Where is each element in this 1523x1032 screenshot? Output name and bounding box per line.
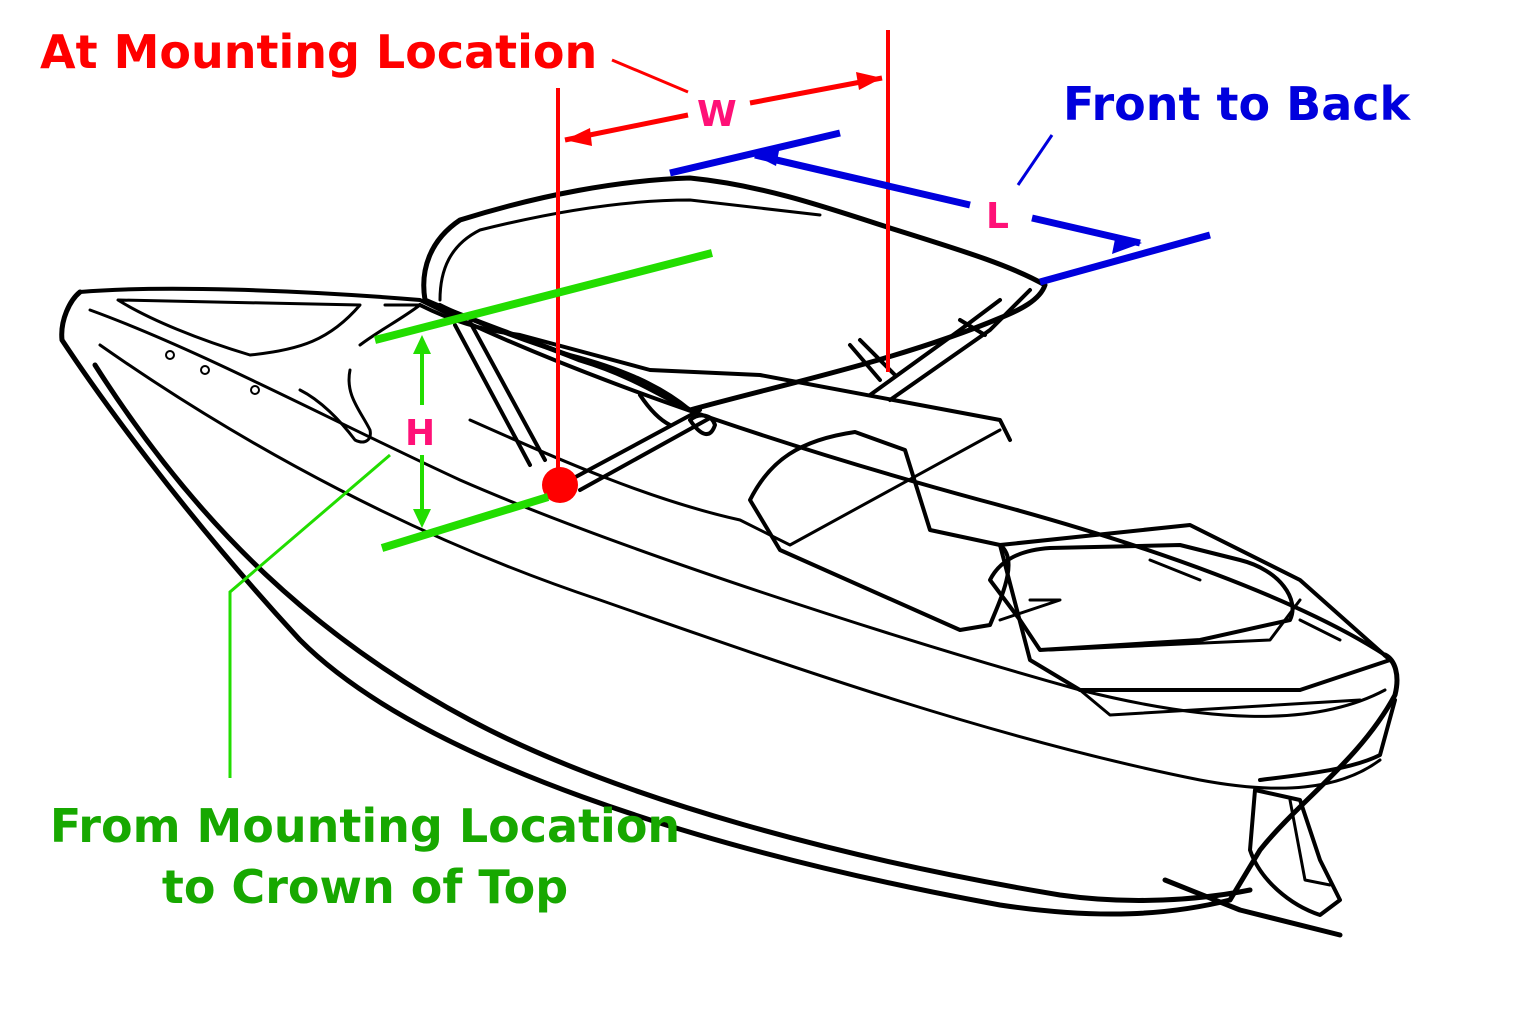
bimini-canvas-crease — [438, 198, 822, 302]
boat-illustration — [59, 286, 1400, 938]
driver-seat — [748, 430, 1011, 632]
length-front-tick — [669, 129, 841, 177]
length-arrow-front — [754, 151, 971, 209]
bimini-front-bow — [438, 303, 692, 412]
mounting-point-dot — [542, 467, 578, 503]
width-arrowhead-left — [565, 128, 592, 146]
bimini-frame-rear — [868, 288, 1032, 402]
width-measurement: W At Mounting Location — [40, 25, 890, 503]
width-heading: At Mounting Location — [40, 25, 597, 79]
length-leader-line — [1016, 134, 1054, 186]
height-marker-label: H — [405, 413, 435, 454]
height-top-line — [374, 249, 713, 344]
gunwale-line — [78, 286, 1387, 657]
height-bottom-line — [380, 493, 550, 552]
windshield-base — [468, 418, 1002, 547]
bimini-frame-front-left — [453, 320, 547, 467]
keel-line — [92, 362, 1253, 903]
height-leader-line — [228, 453, 391, 778]
bimini-hinge — [638, 393, 717, 436]
windshield — [418, 303, 1012, 442]
stern-deck — [998, 523, 1392, 692]
cleat-3 — [250, 385, 260, 395]
bow-deck — [116, 298, 362, 357]
outdrive-skeg — [1288, 798, 1332, 887]
rear-bench — [988, 543, 1295, 652]
rear-bench-cushion — [998, 598, 1302, 652]
outdrive — [1248, 788, 1342, 917]
bimini-canvas — [421, 175, 1048, 413]
length-back-tick — [1039, 231, 1211, 286]
gunwale-inner — [88, 308, 1387, 718]
bimini-frame-diagonal — [568, 408, 712, 492]
height-heading-line1: From Mounting Location — [50, 799, 680, 853]
length-heading: Front to Back — [1063, 77, 1411, 131]
length-arrowhead-back — [1112, 234, 1142, 254]
width-leader-line — [611, 58, 689, 94]
width-arrowhead-right — [856, 72, 882, 90]
height-measurement: H From Mounting Location to Crown of Top — [50, 249, 713, 914]
bow-rail — [298, 368, 372, 444]
transom — [1258, 698, 1397, 782]
height-heading-line2: to Crown of Top — [162, 860, 568, 914]
length-measurement: L Front to Back — [669, 77, 1411, 286]
bimini-top — [421, 175, 1048, 492]
cleat-2 — [200, 365, 210, 375]
height-arrowhead-up — [413, 335, 431, 354]
length-arrowhead-front — [752, 146, 780, 166]
rub-rail — [98, 343, 1382, 790]
length-marker-label: L — [986, 196, 1009, 237]
cleat-1 — [165, 350, 175, 360]
height-arrowhead-down — [413, 509, 431, 528]
keel-tail — [1162, 877, 1343, 938]
hull-outline — [59, 289, 1400, 917]
width-marker-label: W — [697, 94, 737, 135]
sunpad-lines — [1078, 558, 1362, 717]
